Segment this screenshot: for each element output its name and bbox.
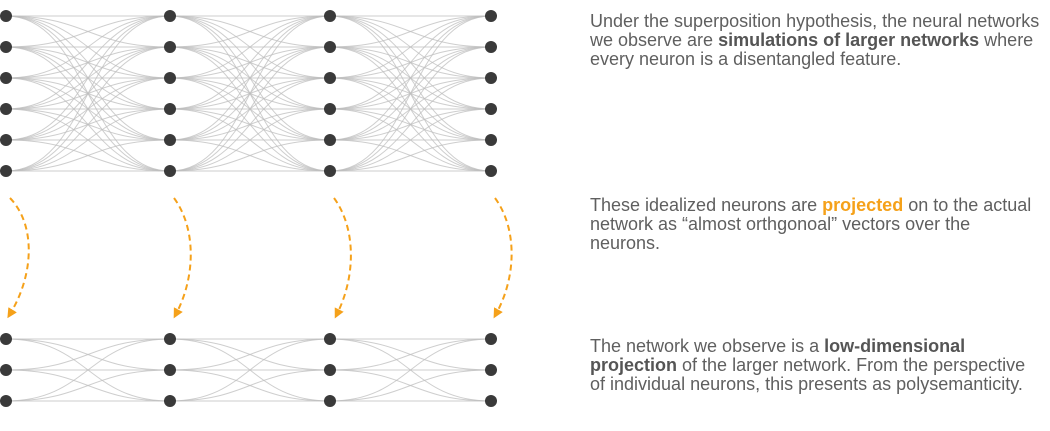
upper-network-connection: [329, 108, 492, 172]
caption-superposition-intro: Under the superposition hypothesis, the …: [590, 11, 1040, 50]
lower-network-connection: [329, 338, 492, 371]
upper-network-neuron: [0, 41, 12, 53]
caption-polysemanticity-outro: of the larger network. From the perspect…: [590, 355, 1026, 394]
caption-projection-highlight: projected: [822, 195, 904, 215]
upper-network-neuron: [164, 103, 176, 115]
upper-network-connection: [169, 77, 331, 172]
upper-network-neuron: [0, 134, 12, 146]
upper-network-connection: [329, 46, 492, 172]
upper-network-neuron: [164, 72, 176, 84]
caption-projection-intro: These idealized neurons are: [590, 195, 818, 215]
upper-network-connection: [329, 15, 492, 172]
upper-network-connection: [5, 15, 171, 79]
lower-network-neuron: [164, 395, 176, 407]
lower-network-connection: [169, 338, 331, 402]
upper-network-neuron: [485, 134, 497, 146]
lower-network-connection: [5, 338, 171, 402]
lower-network-connection: [169, 338, 331, 371]
lower-network-neuron: [164, 364, 176, 376]
upper-network: [0, 10, 497, 177]
upper-network-connection: [169, 15, 331, 172]
upper-network-neuron: [324, 10, 336, 22]
projection-arrow: [493, 197, 513, 319]
upper-network-connection: [169, 15, 331, 79]
upper-network-neuron: [485, 165, 497, 177]
upper-network-connection: [5, 108, 171, 172]
upper-network-neuron: [164, 10, 176, 22]
lower-network-neuron: [485, 395, 497, 407]
lower-network-neuron: [324, 364, 336, 376]
caption-projection: These idealized neurons are projected on…: [590, 196, 1045, 253]
upper-network-neuron: [0, 10, 12, 22]
upper-network-neuron: [164, 165, 176, 177]
network-diagram: [0, 10, 513, 407]
lower-network-neuron: [164, 333, 176, 345]
lower-network-connection: [329, 369, 492, 402]
caption-polysemanticity-intro: The network we observe is a: [590, 336, 820, 356]
upper-network-connection: [329, 15, 492, 48]
lower-network-neuron: [485, 364, 497, 376]
upper-network-connection: [329, 15, 492, 110]
lower-network-connection: [329, 338, 492, 402]
upper-network-neuron: [164, 134, 176, 146]
upper-network-connection: [169, 15, 331, 48]
upper-network-connection: [5, 46, 171, 172]
lower-network: [0, 333, 497, 407]
upper-network-neuron: [485, 41, 497, 53]
upper-network-connection: [329, 77, 492, 172]
upper-network-connection: [329, 15, 492, 141]
lower-network-neuron: [0, 364, 12, 376]
upper-network-connection: [5, 15, 171, 48]
upper-network-connection: [169, 15, 331, 110]
lower-network-connection: [169, 369, 331, 402]
projection-arrow: [7, 197, 30, 319]
caption-superposition-outro: where every neuron is a disentangled fea…: [590, 30, 1034, 69]
lower-network-connection: [5, 338, 171, 371]
caption-polysemanticity: The network we observe is a low-dimensio…: [590, 337, 1045, 394]
projection-arrow: [173, 197, 192, 319]
upper-network-neuron: [164, 41, 176, 53]
upper-network-neuron: [485, 103, 497, 115]
caption-superposition-bold: simulations of larger networks: [718, 30, 980, 50]
upper-network-neuron: [485, 10, 497, 22]
lower-network-neuron: [0, 395, 12, 407]
caption-superposition: Under the superposition hypothesis, the …: [590, 12, 1045, 69]
upper-network-connection: [5, 15, 171, 172]
upper-network-neuron: [324, 41, 336, 53]
projection-arrow: [333, 197, 352, 319]
upper-network-connection: [5, 15, 171, 110]
upper-network-connection: [329, 139, 492, 172]
upper-network-neuron: [0, 165, 12, 177]
upper-network-connection: [5, 77, 171, 172]
projection-arrows: [7, 197, 513, 319]
upper-network-connection: [169, 139, 331, 172]
upper-network-neuron: [324, 165, 336, 177]
caption-polysemanticity-bold: low-dimensional projection: [590, 336, 966, 375]
lower-network-neuron: [485, 333, 497, 345]
upper-network-neuron: [0, 103, 12, 115]
upper-network-connection: [169, 108, 331, 172]
lower-network-neuron: [0, 333, 12, 345]
upper-network-connection: [5, 139, 171, 172]
upper-network-neuron: [485, 72, 497, 84]
lower-network-neuron: [324, 395, 336, 407]
upper-network-neuron: [324, 72, 336, 84]
upper-network-neuron: [324, 134, 336, 146]
upper-network-connection: [329, 15, 492, 79]
upper-network-connection: [169, 15, 331, 141]
caption-projection-outro: on to the actual network as “almost orth…: [590, 195, 1032, 253]
upper-network-connection: [5, 15, 171, 141]
lower-network-neuron: [324, 333, 336, 345]
upper-network-neuron: [0, 72, 12, 84]
upper-network-connection: [169, 46, 331, 172]
lower-network-connection: [5, 369, 171, 402]
upper-network-neuron: [324, 103, 336, 115]
